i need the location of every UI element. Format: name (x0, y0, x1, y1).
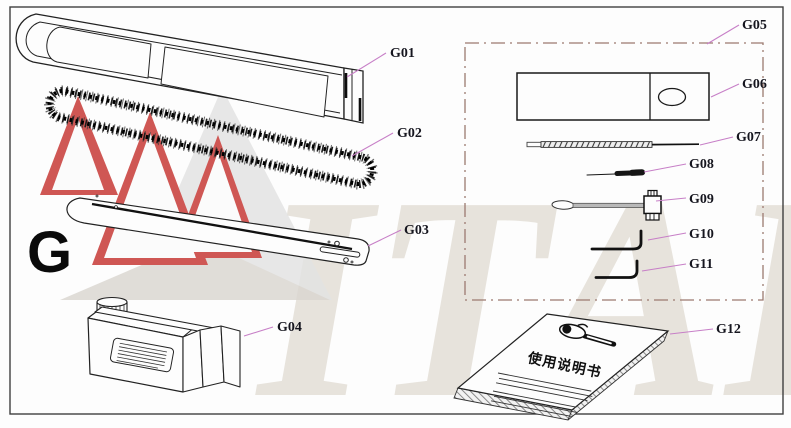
label-g05: G05 (742, 18, 767, 33)
label-g04: G04 (277, 320, 302, 335)
part-g04-oil-tank-drawing (87, 296, 241, 393)
leader-g01 (346, 52, 387, 78)
part-g06-box-drawing (516, 72, 710, 121)
leader-lines (243, 24, 740, 337)
part-g08-flat-file-drawing (586, 169, 646, 176)
leader-g04 (243, 326, 274, 337)
leader-g03 (367, 229, 402, 247)
part-g02-saw-chain-drawing (44, 85, 378, 190)
part-g11-hex-key-drawing (594, 259, 639, 279)
tank-label-panel (109, 337, 175, 373)
leader-g07 (699, 136, 734, 146)
part-g07-round-file-drawing (526, 141, 700, 148)
label-g09: G09 (689, 192, 714, 207)
part-g01-bar-cover-drawing (15, 13, 364, 124)
leader-g02 (351, 132, 394, 157)
part-g10-hex-key-drawing (590, 229, 643, 251)
label-g12: G12 (716, 322, 741, 337)
leader-g06 (710, 83, 740, 98)
scabbard-end-cap (343, 67, 364, 124)
label-g07: G07 (736, 130, 761, 145)
manual-cover-chainsaw-icon (558, 323, 617, 347)
part-g12-manual-drawing: 使用说明书 (453, 313, 670, 421)
label-g03: G03 (404, 223, 429, 238)
leader-g08 (643, 163, 687, 173)
part-g05-toolkit-boundary (464, 42, 764, 301)
leader-g05 (706, 24, 740, 45)
label-g01: G01 (390, 46, 415, 61)
part-label-group: G01 G02 G03 G04 G05 G06 G07 G08 G09 G10 … (277, 18, 767, 337)
leader-g11 (641, 263, 687, 272)
page-border (9, 6, 784, 415)
label-g11: G11 (689, 257, 713, 272)
manual-cover-textlines (496, 372, 593, 402)
part-g03-guide-bar-drawing (66, 194, 370, 266)
leader-g10 (647, 232, 687, 241)
manual-cover-textlines (491, 390, 578, 417)
part-g09-screwdriver-wrench-drawing (551, 189, 662, 221)
label-g06: G06 (742, 77, 767, 92)
leader-g12 (669, 328, 714, 335)
label-g10: G10 (689, 227, 714, 242)
leader-g09 (655, 197, 687, 202)
figure-letter: G (27, 220, 72, 285)
label-g02: G02 (397, 126, 422, 141)
label-g08: G08 (689, 157, 714, 172)
